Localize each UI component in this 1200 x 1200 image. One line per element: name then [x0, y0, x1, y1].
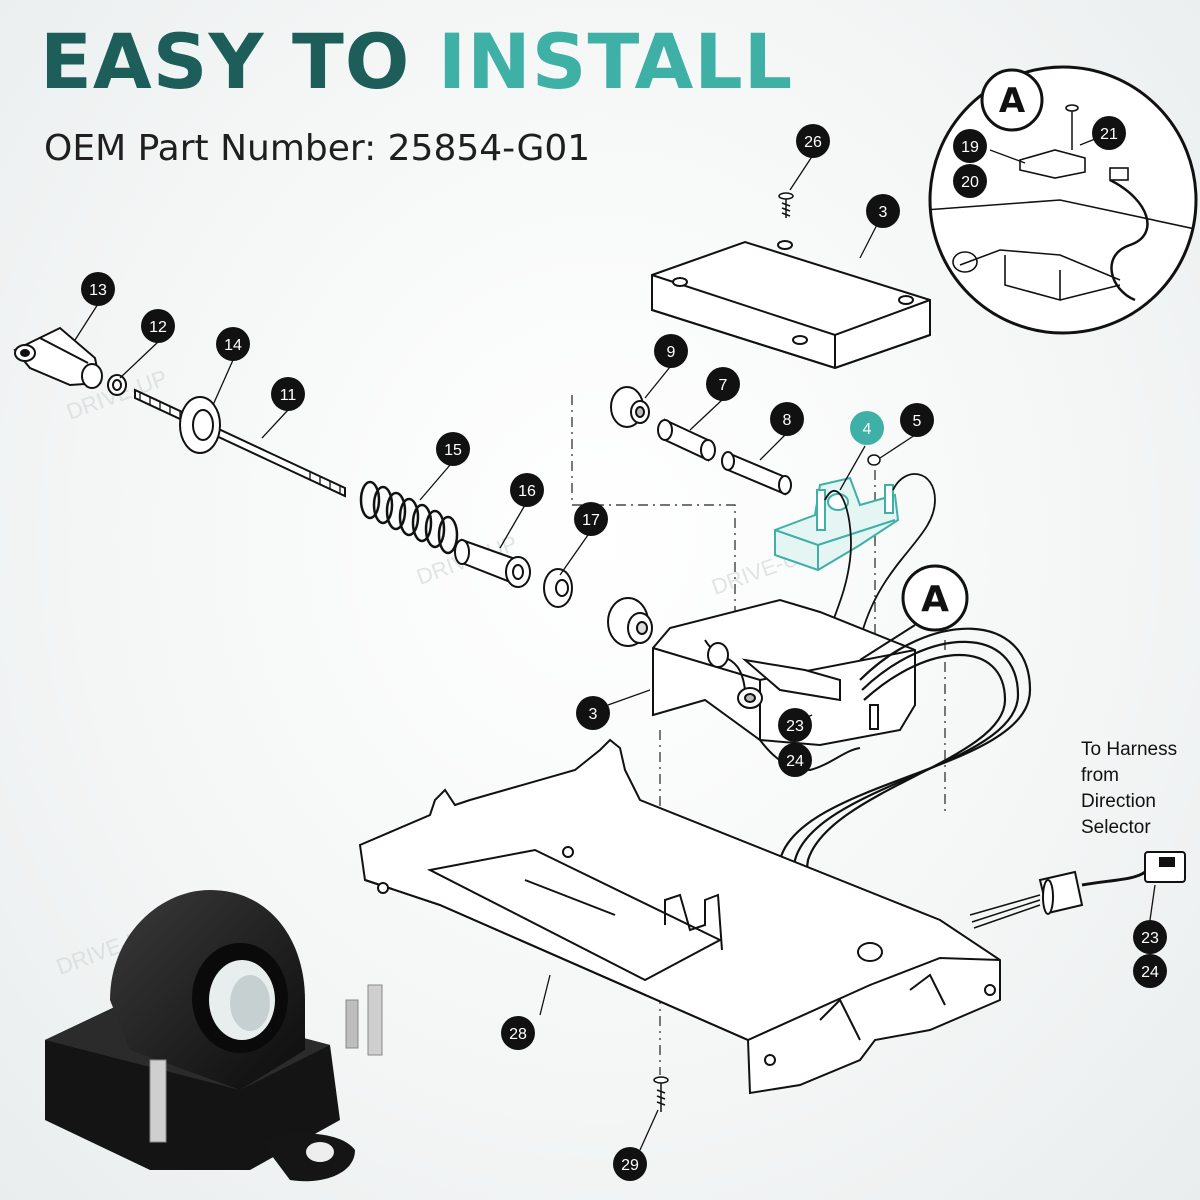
screw-26	[778, 192, 794, 218]
svg-text:19: 19	[961, 139, 979, 156]
callout-13: 13	[81, 272, 115, 306]
callout-3: 3	[866, 194, 900, 228]
oem-part-number: OEM Part Number: 25854-G01	[44, 128, 591, 169]
callout-9: 9	[654, 334, 688, 368]
svg-text:15: 15	[444, 442, 462, 459]
harness-connector	[969, 851, 1186, 929]
callout-28: 28	[501, 1016, 535, 1050]
callout-12: 12	[141, 309, 175, 343]
svg-text:29: 29	[621, 1157, 639, 1174]
detail-view-a	[928, 65, 1198, 335]
svg-text:28: 28	[509, 1026, 527, 1043]
callout-17: 17	[574, 502, 608, 536]
callout-14: 14	[216, 327, 250, 361]
callout-3: 3	[576, 696, 610, 730]
callout-4: 4	[850, 411, 884, 445]
svg-text:16: 16	[518, 483, 536, 500]
switch-housing	[652, 598, 916, 772]
harness-note-line: Direction	[1081, 791, 1156, 812]
cover-plate	[651, 240, 931, 370]
detail-marker-a: A	[980, 68, 1044, 132]
callout-19: 19	[953, 129, 987, 163]
svg-text:17: 17	[582, 512, 600, 529]
svg-text:8: 8	[783, 412, 792, 429]
svg-text:24: 24	[786, 753, 804, 770]
callout-24: 24	[1133, 954, 1167, 988]
washer-17	[543, 568, 573, 608]
svg-text:11: 11	[280, 387, 297, 404]
callout-5: 5	[900, 403, 934, 437]
rod-11	[134, 388, 346, 498]
svg-text:4: 4	[863, 421, 872, 438]
svg-text:5: 5	[913, 413, 922, 430]
svg-text:3: 3	[879, 204, 888, 221]
svg-text:9: 9	[667, 344, 676, 361]
harness-note-line: To Harness	[1081, 739, 1178, 760]
clevis-13	[13, 326, 103, 389]
insulator-9	[610, 386, 650, 428]
svg-text:13: 13	[89, 282, 107, 299]
nut-5	[867, 454, 881, 466]
callout-24: 24	[778, 743, 812, 777]
svg-text:26: 26	[804, 134, 822, 151]
callout-23: 23	[778, 708, 812, 742]
washer-14	[179, 396, 221, 454]
headline: EASY TO INSTALL	[40, 24, 793, 100]
svg-text:24: 24	[1141, 964, 1159, 981]
callouts: 26 3 13 12 14 11 9 7 8 4 5 15 16 17 3 23…	[81, 116, 1167, 1181]
detail-marker-label: A	[921, 579, 949, 620]
harness-note-line: Selector	[1081, 817, 1151, 838]
svg-text:14: 14	[224, 337, 242, 354]
callout-15: 15	[436, 432, 470, 466]
headline-part2: INSTALL	[437, 17, 794, 106]
svg-text:23: 23	[786, 718, 804, 735]
callout-26: 26	[796, 124, 830, 158]
spring-15	[359, 480, 459, 555]
svg-text:20: 20	[961, 174, 979, 191]
grommet	[607, 597, 653, 647]
core-8	[721, 451, 792, 496]
callout-7: 7	[706, 367, 740, 401]
callout-20: 20	[953, 164, 987, 198]
svg-text:23: 23	[1141, 930, 1159, 947]
svg-text:7: 7	[719, 377, 728, 394]
sleeve-16	[454, 538, 531, 588]
mounting-bracket-28	[358, 738, 1001, 1095]
detail-marker-a: A	[859, 564, 969, 661]
harness-note-line: from	[1081, 765, 1119, 786]
screw-29	[653, 1076, 669, 1112]
guide-line	[571, 395, 736, 640]
callout-11: 11	[271, 377, 305, 411]
spacer-7	[657, 418, 716, 462]
callout-21: 21	[1092, 116, 1126, 150]
nut-12	[107, 374, 127, 396]
detail-marker-label: A	[999, 81, 1026, 121]
svg-text:3: 3	[589, 706, 598, 723]
callout-8: 8	[770, 402, 804, 436]
callout-23: 23	[1133, 920, 1167, 954]
callout-29: 29	[613, 1147, 647, 1181]
svg-text:21: 21	[1100, 126, 1118, 143]
harness-note: To Harness from Direction Selector	[1081, 737, 1191, 841]
headline-part1: EASY TO	[40, 17, 411, 106]
product-photo-coil	[45, 890, 383, 1182]
callout-16: 16	[510, 473, 544, 507]
svg-text:12: 12	[149, 319, 167, 336]
